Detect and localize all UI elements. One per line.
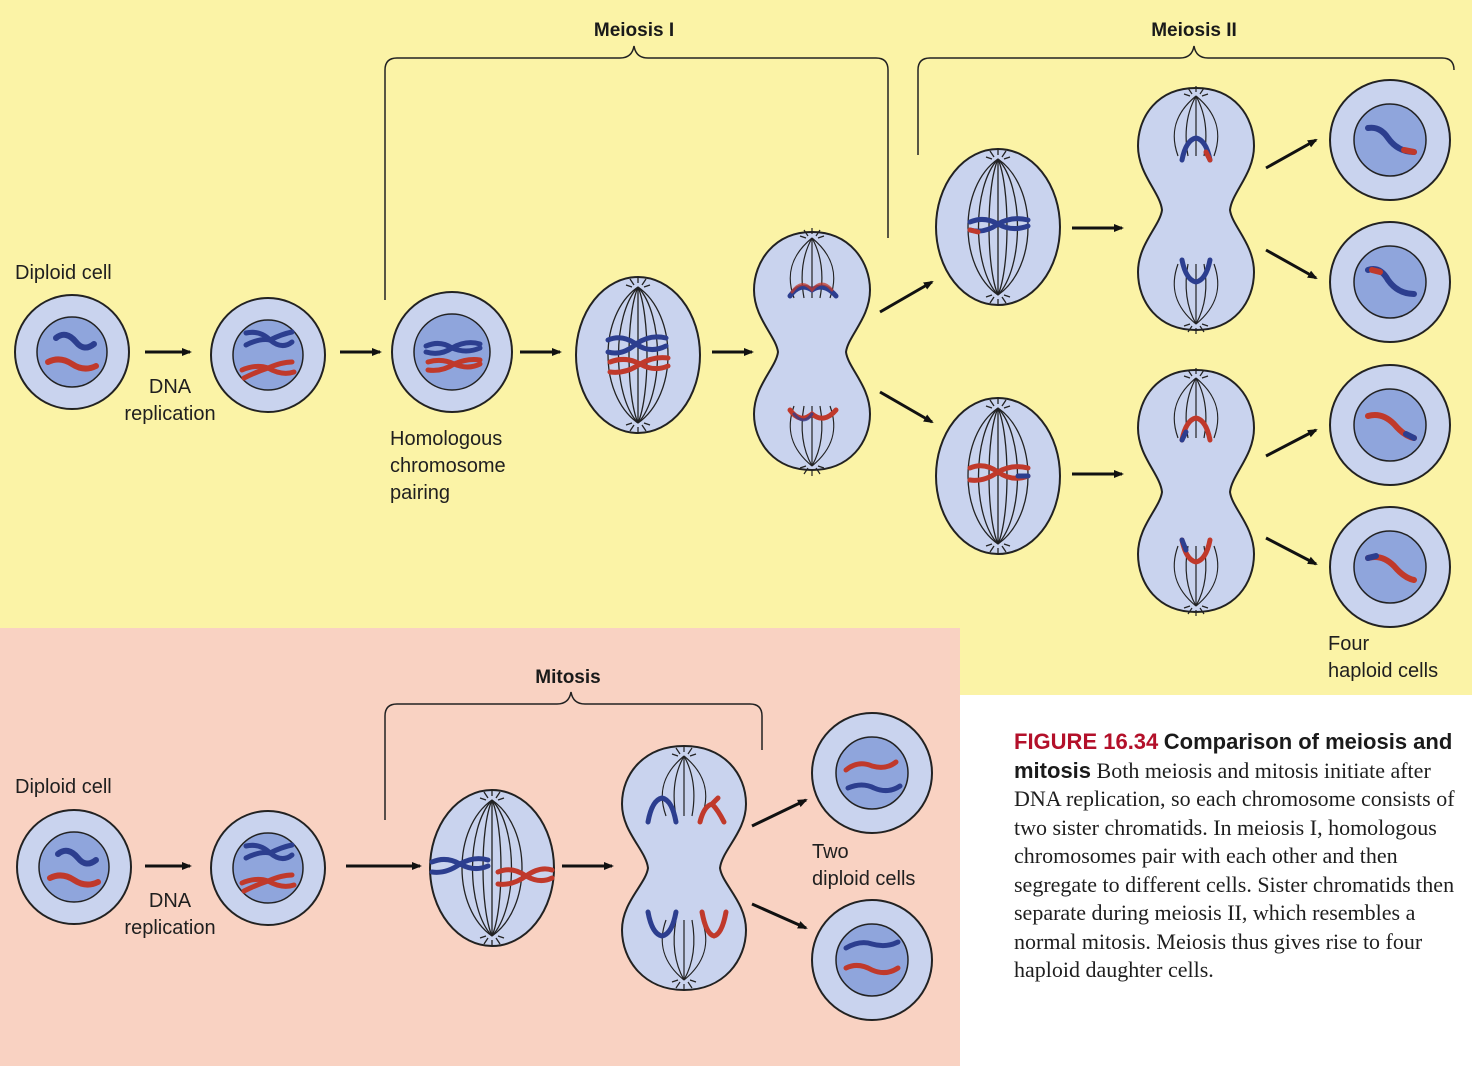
figure-body: Both meiosis and mitosis initiate after … (1014, 758, 1455, 983)
dna-label: DNA (149, 376, 192, 398)
mitosis-diploid-cell (17, 810, 131, 924)
haploid-cell-4 (1330, 507, 1450, 627)
diploid-cell-label: Diploid cell (15, 262, 112, 284)
mitosis-replicated-cell (211, 811, 325, 925)
diploid-cells-label: diploid cells (812, 868, 915, 890)
homologous-label: Homologous (390, 428, 502, 450)
replication-label: replication (124, 403, 215, 425)
figure-caption: FIGURE 16.34 Comparison of meiosis and m… (1014, 728, 1466, 985)
haploid-cells-label: haploid cells (1328, 660, 1438, 682)
mitosis-daughter-cell-2 (812, 900, 932, 1020)
figure-number: FIGURE 16.34 (1014, 729, 1158, 754)
two-label: Two (812, 841, 849, 863)
meiosis-ii-label: Meiosis II (1151, 20, 1237, 41)
haploid-cell-2 (1330, 222, 1450, 342)
diploid-cell (15, 295, 129, 409)
meiosis-i-label: Meiosis I (594, 20, 674, 41)
replicated-cell (211, 298, 325, 412)
mitosis-daughter-cell-1 (812, 713, 932, 833)
haploid-cell-3 (1330, 365, 1450, 485)
mitosis-metaphase-cell (430, 790, 554, 946)
metaphase-ii-cell-top (936, 149, 1060, 305)
metaphase-ii-cell-bottom (936, 398, 1060, 554)
pairing-label: pairing (390, 482, 450, 504)
four-label: Four (1328, 633, 1369, 655)
mitosis-diploid-cell-label: Diploid cell (15, 776, 112, 798)
haploid-cell-1 (1330, 80, 1450, 200)
pairing-cell (392, 292, 512, 412)
mitosis-replication-label: replication (124, 917, 215, 939)
metaphase-i-cell (576, 277, 700, 433)
mitosis-label: Mitosis (535, 667, 600, 688)
chromosome-label: chromosome (390, 455, 506, 477)
mitosis-dna-label: DNA (149, 890, 192, 912)
